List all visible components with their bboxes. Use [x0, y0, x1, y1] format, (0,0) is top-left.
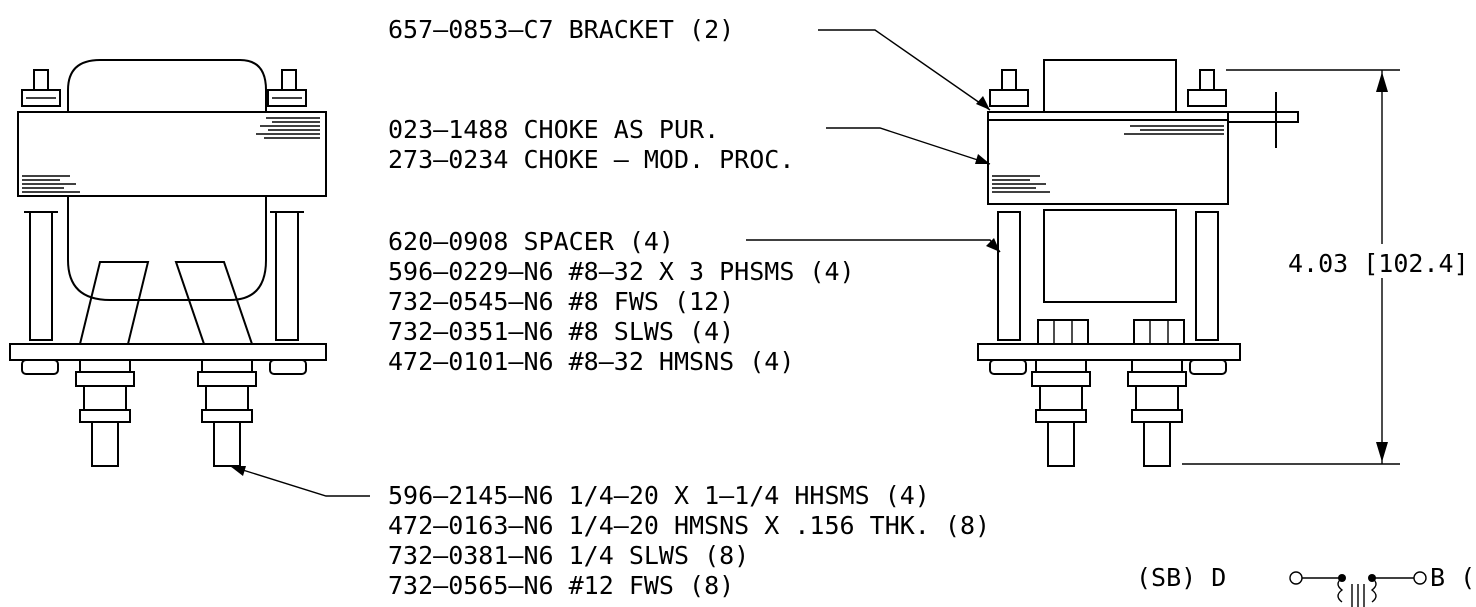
schematic-right-label: B ( — [1430, 563, 1475, 592]
side-terminal-stack-left — [1031, 359, 1091, 467]
terminal-stack-right — [197, 359, 257, 467]
inductor-schematic: (SB) D B ( — [1136, 563, 1475, 607]
leader-lines — [229, 29, 1001, 497]
core-laminations — [22, 117, 320, 193]
height-dimension: 4.03 [102.4] — [1182, 69, 1474, 465]
schematic-left-label: (SB) D — [1136, 563, 1226, 592]
callout-lock-washer-quarter: 732–0381–N6 1/4 SLWS (8) — [388, 541, 749, 570]
callout-screw-8: 596–0229–N6 #8–32 X 3 PHSMS (4) — [388, 257, 855, 286]
right-view — [977, 59, 1299, 467]
side-laminations — [992, 125, 1224, 193]
height-dimension-label: 4.03 [102.4] — [1288, 249, 1469, 278]
callout-choke-modified: 273–0234 CHOKE – MOD. PROC. — [388, 145, 794, 174]
callout-text: 657–0853–C7 BRACKET (2) 023–1488 CHOKE A… — [388, 15, 990, 600]
callout-flat-washer-8: 732–0545–N6 #8 FWS (12) — [388, 287, 734, 316]
callout-flat-washer-12: 732–0565–N6 #12 FWS (8) — [388, 571, 734, 600]
callout-bracket: 657–0853–C7 BRACKET (2) — [388, 15, 734, 44]
callout-nut-8: 472–0101–N6 #8–32 HMSNS (4) — [388, 347, 794, 376]
callout-nut-quarter: 472–0163–N6 1/4–20 HMSNS X .156 THK. (8) — [388, 511, 990, 540]
side-terminal-stack-right — [1127, 359, 1187, 467]
callout-screw-quarter: 596–2145–N6 1/4–20 X 1–1/4 HHSMS (4) — [388, 481, 930, 510]
left-view — [9, 59, 327, 467]
callout-choke-purchased: 023–1488 CHOKE AS PUR. — [388, 115, 719, 144]
terminal-stack-left — [75, 359, 135, 467]
callout-spacer: 620–0908 SPACER (4) — [388, 227, 674, 256]
callout-lock-washer-8: 732–0351–N6 #8 SLWS (4) — [388, 317, 734, 346]
